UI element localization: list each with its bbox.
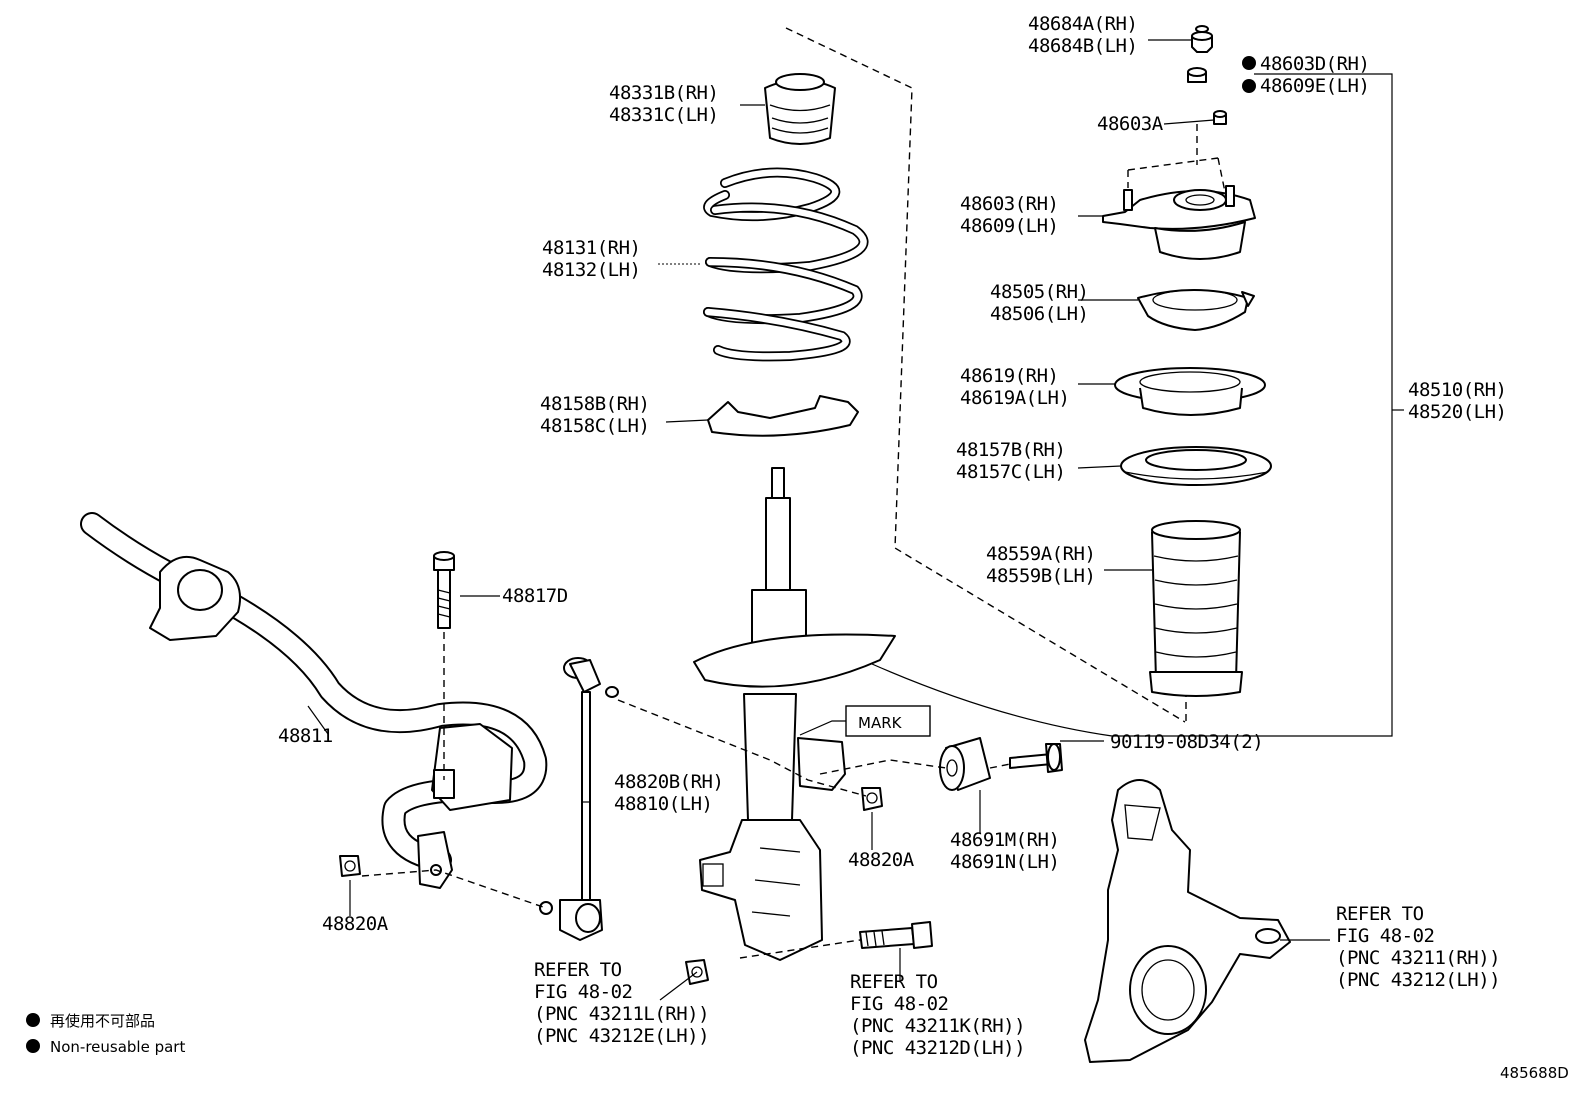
upper-bearing-part bbox=[1137, 289, 1255, 331]
label-48158b: 48158B(RH) bbox=[540, 393, 649, 415]
bushing-48691-part bbox=[939, 737, 991, 791]
bolt-90119-part bbox=[1009, 743, 1063, 773]
ref-right-line3: (PNC 43211(RH)) bbox=[1336, 947, 1500, 969]
install-guides bbox=[361, 699, 1011, 959]
legend-marker bbox=[26, 1013, 40, 1027]
label-48684b: 48684B(LH) bbox=[1028, 35, 1137, 57]
steering-knuckle-part bbox=[1084, 779, 1291, 1063]
non-reusable-marker bbox=[1242, 56, 1256, 70]
label-48603d: 48603D(RH) bbox=[1260, 53, 1369, 75]
label-48559a: 48559A(RH) bbox=[986, 543, 1095, 565]
label-48820a-left: 48820A bbox=[322, 913, 389, 935]
legend: 再使用不可部品 Non-reusable part bbox=[26, 1012, 185, 1056]
assy-48510-bracket bbox=[1112, 73, 1404, 737]
diagram-id: 485688D bbox=[1500, 1064, 1569, 1082]
bolt-48817d-part bbox=[433, 551, 455, 629]
mark-label: MARK bbox=[858, 714, 903, 732]
nut-48603d-part bbox=[1187, 67, 1207, 83]
dust-boot-part bbox=[1149, 520, 1243, 697]
coil-spring-part bbox=[703, 167, 869, 362]
label-48817d: 48817D bbox=[502, 585, 568, 607]
nut-48820a-center-part bbox=[861, 787, 883, 811]
label-48158c: 48158C(LH) bbox=[540, 415, 649, 437]
label-48132: 48132(LH) bbox=[542, 259, 640, 281]
shock-absorber-part bbox=[693, 467, 896, 961]
label-48609e: 48609E(LH) bbox=[1260, 75, 1369, 97]
label-48820a-center: 48820A bbox=[848, 849, 915, 871]
label-48691n: 48691N(LH) bbox=[950, 851, 1059, 873]
ref-center-line1: REFER TO bbox=[850, 971, 938, 993]
label-48684a: 48684A(RH) bbox=[1028, 13, 1137, 35]
label-48157b: 48157B(RH) bbox=[956, 439, 1065, 461]
bolt-48603a-part bbox=[1213, 110, 1227, 125]
label-48603a: 48603A bbox=[1097, 113, 1164, 135]
spring-insulator-lower-part bbox=[707, 395, 859, 437]
label-48619a: 48619A(LH) bbox=[960, 387, 1069, 409]
label-48811: 48811 bbox=[278, 725, 333, 747]
bump-stopper-part bbox=[764, 73, 836, 145]
label-48691m: 48691M(RH) bbox=[950, 829, 1059, 851]
label-48510: 48510(RH) bbox=[1408, 379, 1506, 401]
bolt-strut-bottom-part bbox=[859, 921, 933, 949]
mark-callout: MARK bbox=[799, 705, 931, 737]
label-48520: 48520(LH) bbox=[1408, 401, 1506, 423]
label-48506: 48506(LH) bbox=[990, 303, 1088, 325]
label-48609: 48609(LH) bbox=[960, 215, 1058, 237]
part-labels: 48684A(RH) 48684B(LH) 48603D(RH) 48609E(… bbox=[278, 13, 1507, 1059]
label-48603: 48603(RH) bbox=[960, 193, 1058, 215]
spring-upper-insulator-part bbox=[1120, 446, 1272, 486]
label-48331b: 48331B(RH) bbox=[609, 82, 718, 104]
label-48331c: 48331C(LH) bbox=[609, 104, 718, 126]
label-90119: 90119-08D34(2) bbox=[1110, 731, 1263, 753]
legend-english: Non-reusable part bbox=[50, 1038, 185, 1056]
ref-right-line1: REFER TO bbox=[1336, 903, 1424, 925]
strut-assembly-boundary bbox=[785, 27, 1226, 723]
nut-48684-part bbox=[1191, 25, 1213, 53]
label-48505: 48505(RH) bbox=[990, 281, 1088, 303]
ref-right-line2: FIG 48-02 bbox=[1336, 925, 1434, 947]
label-48810: 48810(LH) bbox=[614, 793, 712, 815]
stabilizer-bar-part bbox=[80, 512, 548, 889]
ref-left-line3: (PNC 43211L(RH)) bbox=[534, 1003, 709, 1025]
label-48820b: 48820B(RH) bbox=[614, 771, 723, 793]
ref-right-line4: (PNC 43212(LH)) bbox=[1336, 969, 1500, 991]
ref-center-line4: (PNC 43212D(LH)) bbox=[850, 1037, 1025, 1059]
leader-lines bbox=[307, 39, 1330, 1001]
legend-japanese: 再使用不可部品 bbox=[50, 1012, 155, 1030]
legend-marker bbox=[26, 1039, 40, 1053]
spring-upper-seat-part bbox=[1114, 367, 1266, 416]
non-reusable-marker bbox=[1242, 79, 1256, 93]
ref-left-line4: (PNC 43212E(LH)) bbox=[534, 1025, 709, 1047]
stabilizer-link-part bbox=[539, 657, 619, 941]
ref-left-line2: FIG 48-02 bbox=[534, 981, 632, 1003]
upper-support-mount-part bbox=[1102, 185, 1256, 260]
label-48157c: 48157C(LH) bbox=[956, 461, 1065, 483]
label-48619: 48619(RH) bbox=[960, 365, 1058, 387]
ref-center-line3: (PNC 43211K(RH)) bbox=[850, 1015, 1025, 1037]
ref-left-line1: REFER TO bbox=[534, 959, 622, 981]
label-48559b: 48559B(LH) bbox=[986, 565, 1095, 587]
label-48131: 48131(RH) bbox=[542, 237, 640, 259]
ref-center-line2: FIG 48-02 bbox=[850, 993, 948, 1015]
nut-48820a-left-part bbox=[339, 855, 361, 877]
